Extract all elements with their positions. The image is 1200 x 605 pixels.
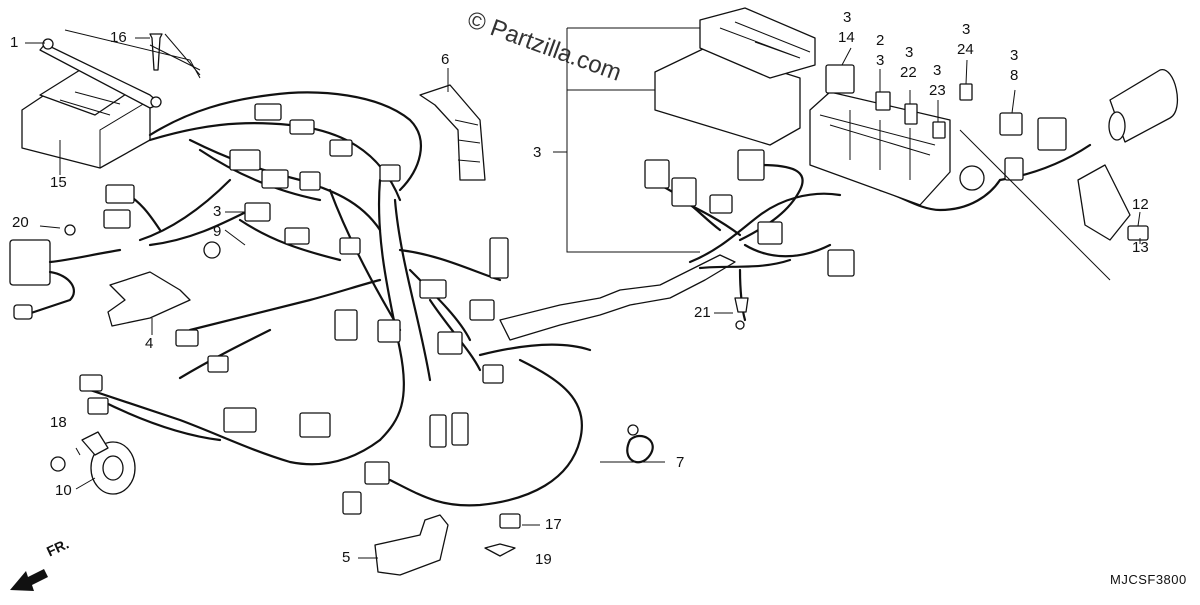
callout-23[interactable]: 23 [929, 82, 946, 99]
callout-6[interactable]: 6 [441, 51, 450, 68]
main-harness[interactable] [88, 91, 592, 507]
callout-3-above-14[interactable]: 3 [843, 9, 852, 26]
callout-3-above-8[interactable]: 3 [1010, 47, 1019, 64]
relays[interactable] [825, 64, 1149, 241]
callout-17[interactable]: 17 [545, 516, 562, 533]
callout-2[interactable]: 2 [876, 32, 885, 49]
front-direction-arrow-icon [10, 569, 48, 591]
callout-16[interactable]: 16 [110, 29, 127, 46]
callout-3-left[interactable]: 3 [213, 203, 222, 220]
callout-9[interactable]: 9 [213, 223, 222, 240]
callout-14[interactable]: 14 [838, 29, 855, 46]
callout-19[interactable]: 19 [535, 551, 552, 568]
small-hardware[interactable] [484, 297, 749, 557]
callout-20[interactable]: 20 [12, 214, 29, 231]
callout-18[interactable]: 18 [50, 414, 67, 431]
clamp-6[interactable] [419, 84, 486, 181]
callout-3-above-23[interactable]: 3 [933, 62, 942, 79]
callout-4[interactable]: 4 [145, 335, 154, 352]
callout-3-above-22[interactable]: 3 [905, 44, 914, 61]
callout-10[interactable]: 10 [55, 482, 72, 499]
callout-3-above-24[interactable]: 3 [962, 21, 971, 38]
leader-lines [25, 27, 1141, 559]
stay-5[interactable] [374, 514, 449, 576]
callout-5[interactable]: 5 [342, 549, 351, 566]
callout-22[interactable]: 22 [900, 64, 917, 81]
diagram-code: MJCSF3800 [1110, 572, 1187, 587]
callout-13[interactable]: 13 [1132, 239, 1149, 256]
callout-24[interactable]: 24 [957, 41, 974, 58]
ecu-stay[interactable] [39, 29, 201, 109]
cylinder-part[interactable] [1108, 69, 1179, 143]
callout-7[interactable]: 7 [676, 454, 685, 471]
fuse-box[interactable] [809, 91, 985, 206]
clamp-7[interactable] [626, 424, 654, 464]
callout-12[interactable]: 12 [1132, 196, 1149, 213]
regulator[interactable] [9, 224, 122, 320]
control-unit[interactable] [21, 69, 151, 169]
connectors[interactable] [79, 103, 1067, 515]
wire-channel[interactable] [499, 143, 1092, 341]
bracket-4[interactable] [107, 271, 191, 327]
callout-8[interactable]: 8 [1010, 67, 1019, 84]
horn[interactable] [50, 431, 136, 495]
callout-1[interactable]: 1 [10, 34, 19, 51]
callout-3-mid[interactable]: 3 [533, 144, 542, 161]
callout-15[interactable]: 15 [50, 174, 67, 191]
callout-21[interactable]: 21 [694, 304, 711, 321]
callout-3-below-2[interactable]: 3 [876, 52, 885, 69]
relay-box-cover[interactable] [654, 7, 816, 146]
